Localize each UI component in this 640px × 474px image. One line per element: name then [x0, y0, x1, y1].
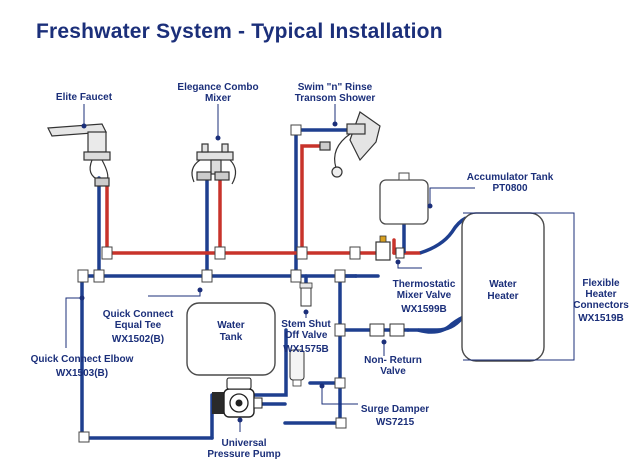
tee-fitting: [290, 269, 302, 283]
water-tank: Water Tank: [186, 302, 276, 376]
label-elite-faucet: Elite Faucet: [56, 92, 113, 103]
water-heater-label: Water: [489, 279, 517, 290]
label-non-return-valve: Valve: [380, 366, 406, 377]
tee-fitting: [101, 246, 113, 260]
tee-fitting: [214, 246, 226, 260]
tee-fitting: [334, 269, 346, 283]
label-surge-damper: Surge Damper: [361, 404, 429, 415]
hot-water-pipes: [105, 144, 422, 255]
label-stem-shut-off-valve: WX1575B: [283, 344, 329, 355]
accumulator-tank: [379, 172, 429, 225]
label-flexible-heater-connectors: Heater: [585, 289, 616, 300]
label-swim-n-rinse: Transom Shower: [295, 93, 376, 104]
pressure-pump: [212, 377, 263, 418]
label-quick-connect-equal-tee: WX1502(B): [112, 334, 164, 345]
tee-fitting: [334, 377, 346, 389]
tee-fitting: [334, 323, 346, 337]
water-heater-label: Heater: [487, 291, 518, 302]
label-non-return-valve: Non- Return: [364, 355, 422, 366]
elbow-fitting: [78, 431, 90, 443]
label-flexible-heater-connectors: Flexible: [582, 278, 620, 289]
label-stem-shut-off-valve: Stem Shut: [281, 319, 331, 330]
label-surge-damper: WS7215: [376, 417, 415, 428]
water-tank-label: Water: [217, 320, 245, 331]
stem-shut-off-valve: [299, 282, 313, 307]
label-swim-n-rinse: Swim "n" Rinse: [298, 82, 373, 93]
water-heater: Water Heater: [461, 212, 545, 362]
swim-n-rinse-fixture: [319, 111, 381, 178]
label-elegance-combo-mixer: Elegance Combo: [177, 82, 258, 93]
label-universal-pressure-pump: Pressure Pump: [207, 449, 280, 460]
elite-faucet-fixture: [47, 123, 111, 187]
tee-fitting: [349, 246, 361, 260]
label-accumulator-tank: PT0800: [492, 183, 527, 194]
callout-labels: Elite Faucet Elegance Combo Mixer Swim "…: [31, 82, 630, 460]
page-title: Freshwater System - Typical Installation: [36, 20, 443, 43]
elbow-fitting: [290, 124, 302, 136]
fittings: [77, 124, 361, 443]
label-flexible-heater-connectors: WX1519B: [578, 313, 624, 324]
tee-fitting: [93, 269, 105, 283]
label-universal-pressure-pump: Universal: [221, 438, 266, 449]
label-thermostatic-mixer-valve: Mixer Valve: [397, 290, 452, 301]
tee-fitting: [296, 246, 308, 260]
label-stem-shut-off-valve: Off Valve: [285, 330, 328, 341]
non-return-valve: [369, 323, 405, 337]
surge-damper: [289, 349, 305, 387]
elbow-fitting: [77, 269, 89, 283]
tee-fitting: [201, 269, 213, 283]
label-thermostatic-mixer-valve: WX1599B: [401, 304, 447, 315]
label-accumulator-tank: Accumulator Tank: [467, 172, 554, 183]
flexible-connector-top: [419, 216, 467, 255]
label-thermostatic-mixer-valve: Thermostatic: [393, 279, 456, 290]
label-elegance-combo-mixer: Mixer: [205, 93, 231, 104]
label-quick-connect-elbow: Quick Connect Elbow: [31, 354, 134, 365]
cold-water-pipes: [80, 128, 464, 440]
thermostatic-mixer-valve: [375, 235, 405, 261]
label-quick-connect-elbow: WX1503(B): [56, 368, 108, 379]
label-quick-connect-equal-tee: Quick Connect: [103, 309, 174, 320]
elbow-fitting: [335, 417, 347, 429]
label-flexible-heater-connectors: Connectors: [573, 300, 629, 311]
water-tank-label: Tank: [220, 332, 243, 343]
elegance-combo-mixer-fixture: [191, 143, 237, 185]
leader-lines: [65, 104, 575, 432]
label-quick-connect-equal-tee: Equal Tee: [115, 320, 162, 331]
